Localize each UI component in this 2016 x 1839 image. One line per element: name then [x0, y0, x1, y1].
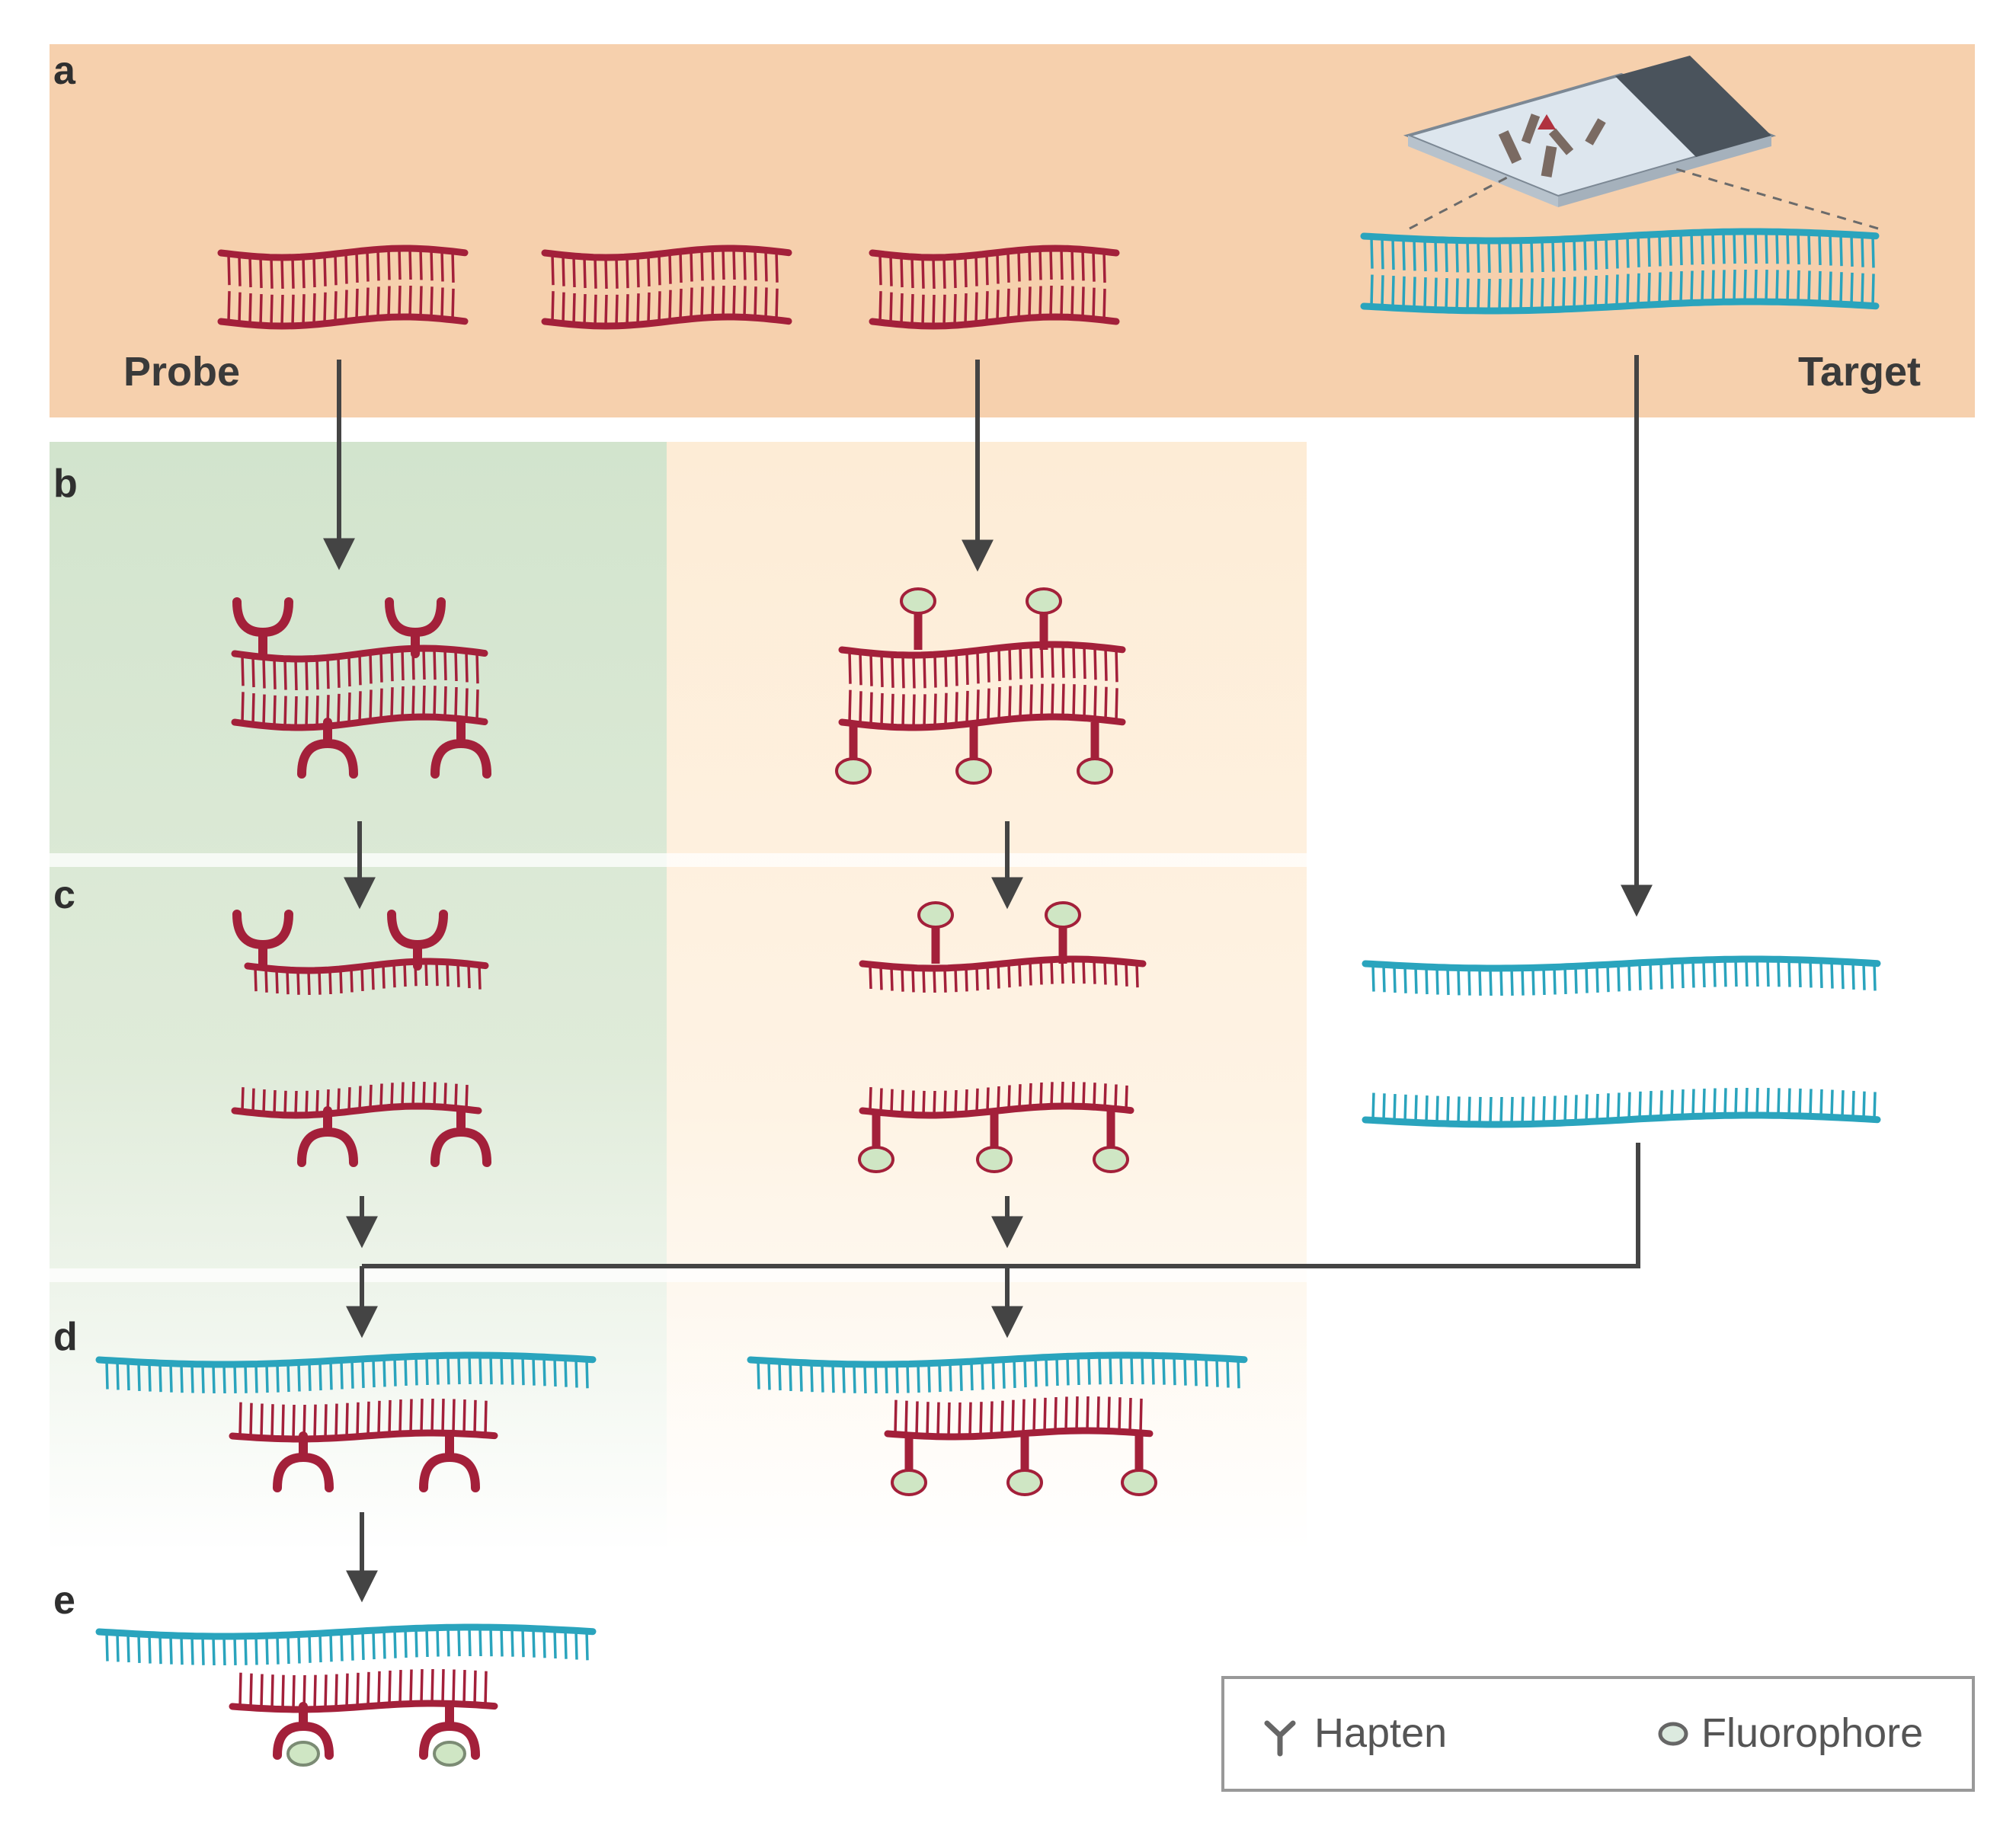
detected-hapten-e-1: [273, 1702, 334, 1767]
dna-strands: [95, 228, 1881, 1767]
hapten-probe-e: [229, 1668, 498, 1713]
fluor-probe-strand-top: [859, 955, 1147, 993]
fluor-b-top-1: [900, 587, 936, 650]
fluor-c-bottom-1: [858, 1111, 894, 1173]
legend-box: [1221, 1676, 1975, 1792]
target-strand-e: [95, 1623, 597, 1666]
legend: Hapten Fluorophore: [1221, 1676, 1975, 1792]
target-strand-d-right: [747, 1351, 1248, 1394]
fluor-c-top-2: [1045, 901, 1081, 964]
fluor-d-1: [891, 1434, 927, 1496]
row-separator-cd: [50, 1268, 1307, 1282]
panel-label-d: d: [53, 1315, 78, 1359]
panel-label-a: a: [53, 49, 76, 93]
hapten-b-top-1: [232, 597, 293, 658]
hapten-c-top-1: [232, 910, 293, 971]
fluor-c-top-1: [917, 901, 954, 964]
probe-duplex-1: [217, 245, 469, 330]
fluor-d-2: [1006, 1434, 1043, 1496]
microscope-slide-icon: [1403, 56, 1777, 207]
hapten-column-background: [50, 442, 667, 1554]
hapten-b-top-2: [385, 597, 446, 658]
hapten-c-bottom-1: [297, 1106, 358, 1167]
target-combine-line: [362, 1143, 1640, 1268]
hapten-c-bottom-2: [430, 1106, 491, 1167]
legend-hapten-label: Hapten: [1314, 1710, 1447, 1756]
fluor-c-bottom-3: [1093, 1111, 1129, 1173]
hapten-legend-icon: [1264, 1720, 1296, 1757]
hapten-b-bottom-2: [430, 718, 491, 779]
detected-hapten-e-2: [419, 1702, 480, 1767]
row-separator-de: [50, 1546, 1307, 1562]
fluorophore-column-background: [667, 442, 1307, 1554]
target-strand-bottom: [1362, 1087, 1881, 1128]
fluor-c-bottom-2: [976, 1111, 1013, 1173]
hapten-d-2: [419, 1431, 480, 1492]
panel-label-b: b: [53, 462, 78, 506]
probe-duplex-3: [869, 245, 1120, 330]
fluorophore-legend-icon: [1658, 1722, 1688, 1746]
fluor-b-top-2: [1026, 587, 1062, 650]
fluor-b-bottom-3: [1077, 722, 1113, 785]
target-strand-d-left: [95, 1351, 597, 1394]
target-duplex: [1360, 228, 1880, 315]
zoom-lines: [1409, 168, 1879, 230]
fluor-probe-d: [884, 1396, 1154, 1441]
fluor-d-3: [1121, 1434, 1157, 1496]
hapten-d-1: [273, 1431, 334, 1492]
probe-label: Probe: [123, 349, 240, 395]
panel-label-e: e: [53, 1578, 75, 1623]
hapten-c-top-2: [387, 910, 448, 971]
fluor-b-bottom-1: [835, 722, 872, 785]
fluor-probe-duplex: [838, 641, 1126, 731]
hapten-probe-strand-top: [244, 958, 489, 996]
hapten-b-bottom-1: [297, 718, 358, 779]
legend-fluorophore-label: Fluorophore: [1701, 1710, 1923, 1756]
fluor-b-bottom-2: [955, 722, 992, 785]
panel-label-c: c: [53, 873, 75, 917]
target-label: Target: [1798, 349, 1921, 395]
hapten-probe-strand-bottom: [231, 1081, 482, 1119]
target-strand-top: [1362, 955, 1881, 996]
hapten-probe-duplex: [231, 644, 488, 731]
probe-duplex-2: [541, 245, 792, 330]
arrows: [323, 355, 1653, 1603]
row-separator-bc: [50, 853, 1307, 867]
